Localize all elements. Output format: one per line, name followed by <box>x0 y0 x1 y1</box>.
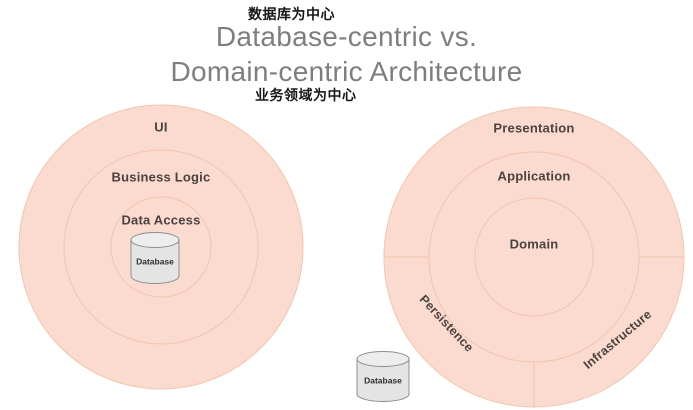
right-ring-domain-outline <box>474 197 594 317</box>
database-cylinder-body-bottom <box>356 358 410 402</box>
right-ring-label-application: Application <box>498 168 571 183</box>
right-ring-label-domain: Domain <box>510 236 559 251</box>
right-ring-presentation-fill <box>384 107 684 407</box>
database-cylinder-top-left <box>130 232 180 248</box>
left-architecture-circle: UI Business Logic Data Access Database <box>18 104 304 390</box>
database-cylinder-body-left <box>130 239 180 284</box>
database-cylinder-top-bottom <box>356 351 410 367</box>
page-title: Database-centric vs. Domain-centric Arch… <box>170 21 523 87</box>
left-ring-ui-outline <box>18 104 304 390</box>
left-ring-label-business-logic: Business Logic <box>112 169 211 184</box>
database-cylinder-icon-bottom: Database <box>356 351 410 402</box>
right-ring-label-presentation: Presentation <box>493 120 574 135</box>
left-ring-label-data-access: Data Access <box>121 212 200 227</box>
left-ring-data-access-outline <box>110 196 212 298</box>
annotation-domain-centric: 业务领域为中心 <box>255 88 357 104</box>
database-cylinder-icon-left: Database <box>130 232 180 284</box>
database-label-left: Database <box>136 256 174 266</box>
annotation-database-centric: 数据库为中心 <box>248 7 335 23</box>
left-ring-business-logic-outline <box>63 149 259 345</box>
right-architecture-circle: Presentation Application Domain Persiste… <box>383 106 685 408</box>
database-label-bottom: Database <box>364 375 402 385</box>
left-ring-label-ui: UI <box>154 119 167 134</box>
